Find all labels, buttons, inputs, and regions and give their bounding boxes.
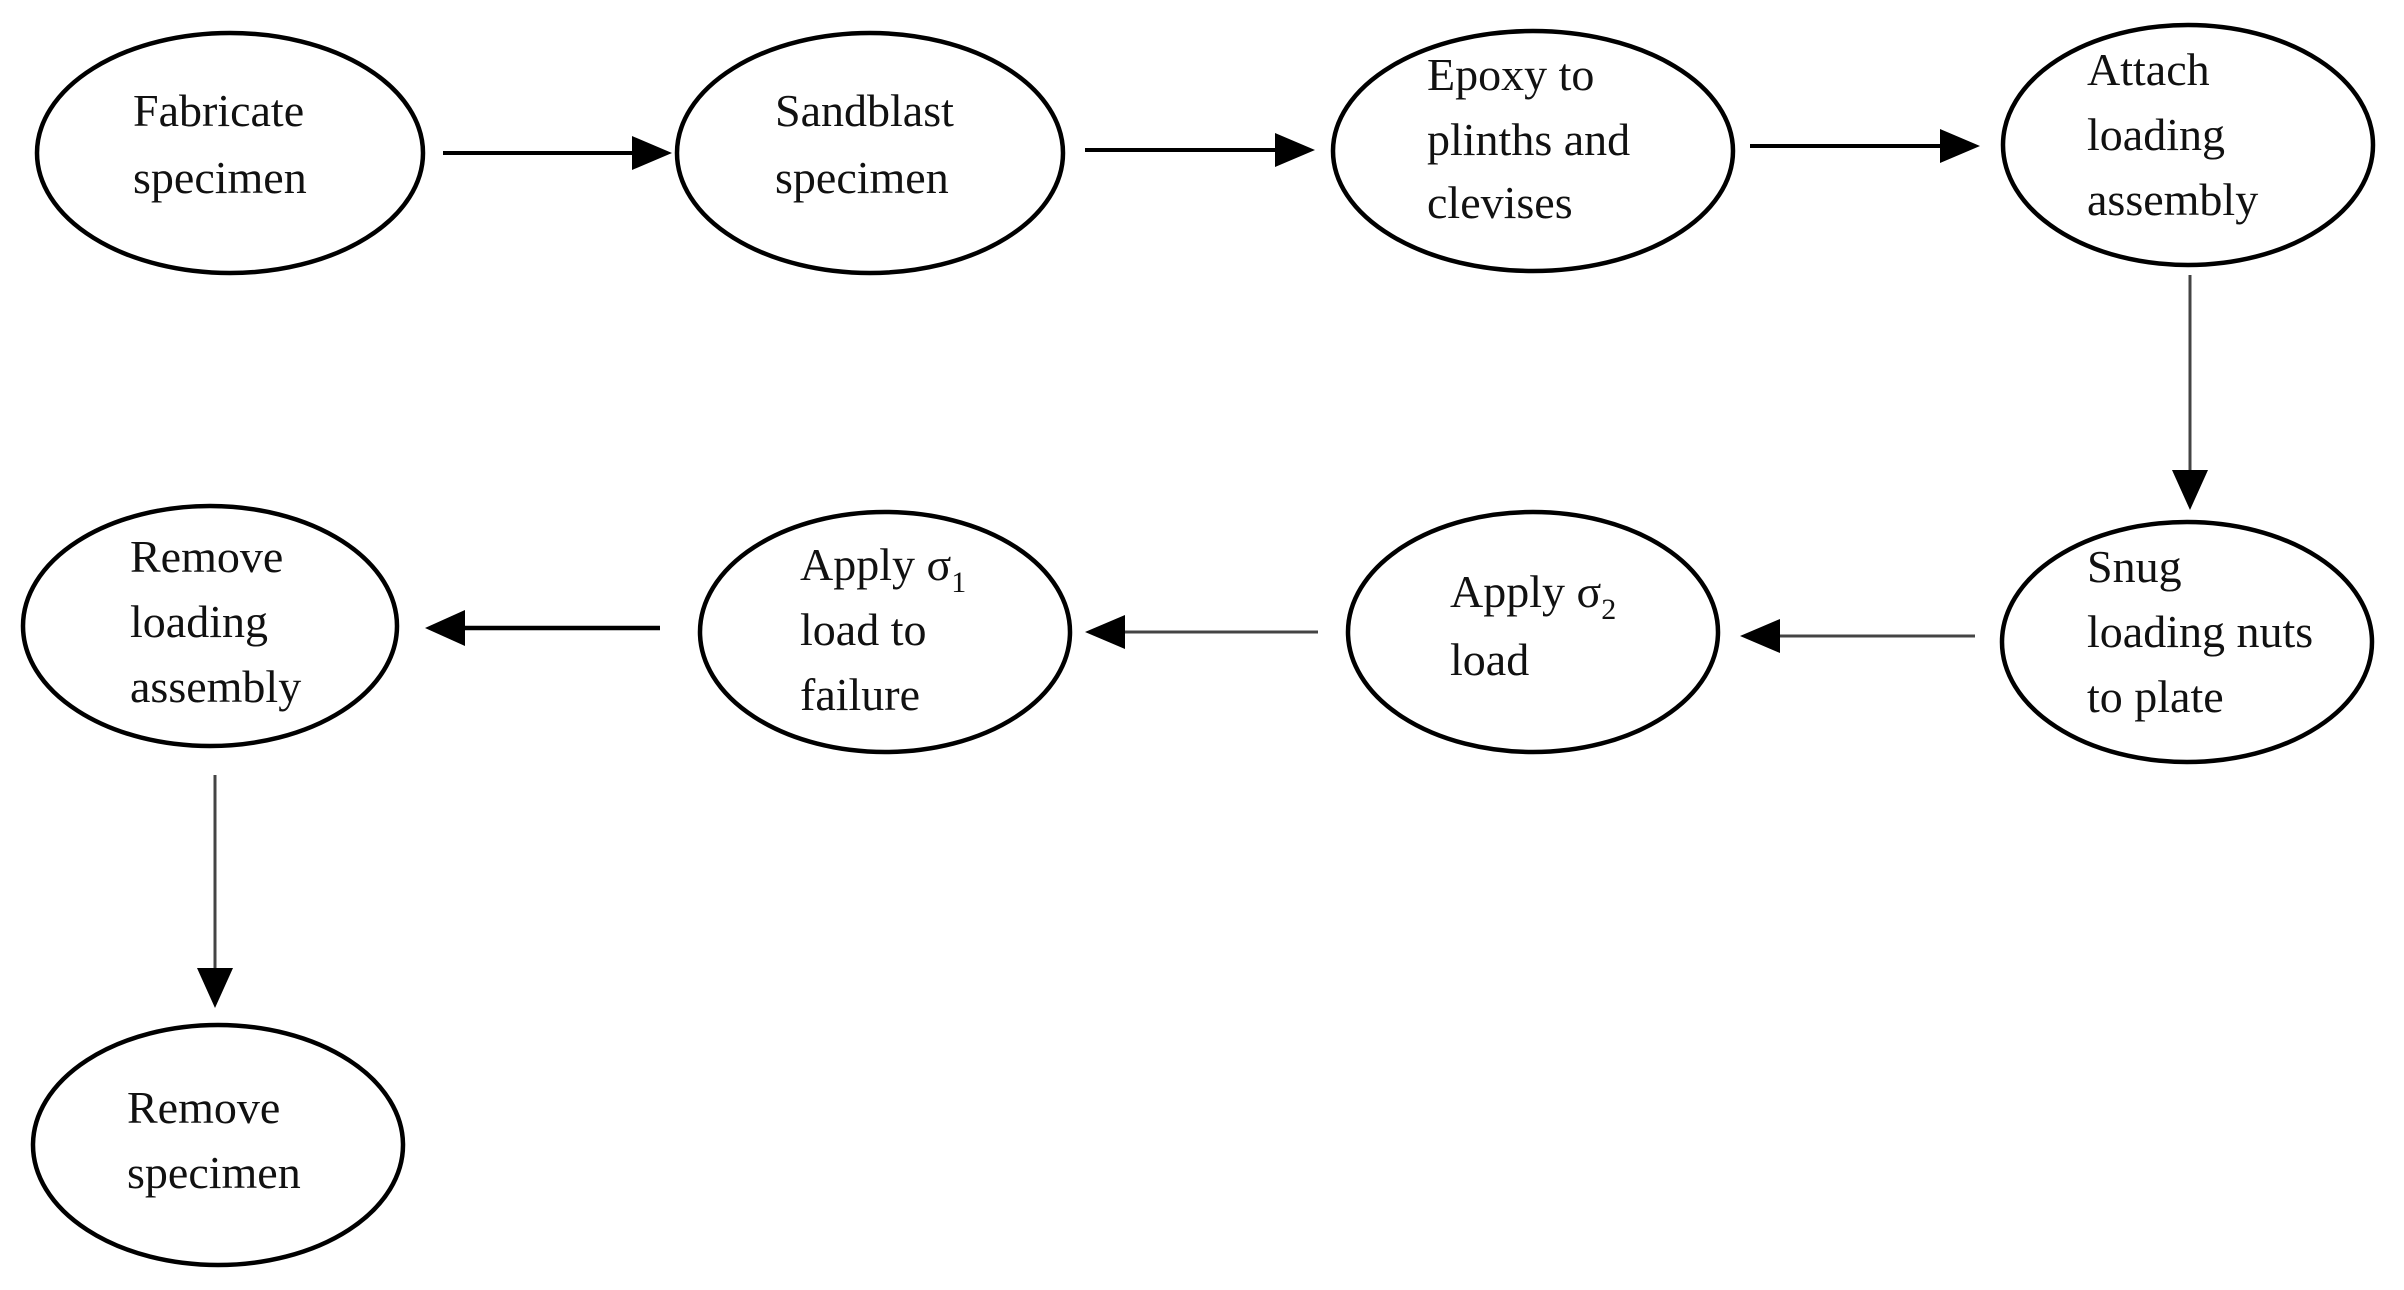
arrow-apply-sigma1-to-remove-assembly — [425, 610, 660, 646]
arrow-apply-sigma2-to-apply-sigma1 — [1085, 615, 1318, 649]
arrow-snug-to-apply-sigma2 — [1740, 619, 1975, 653]
node-apply-sigma1-load: Apply σ1 load to failure — [697, 509, 1073, 755]
arrow-fabricate-to-sandblast — [443, 136, 672, 170]
node-sandblast-specimen-line2: specimen — [775, 152, 949, 203]
node-apply-sigma2-load-ellipse — [1345, 509, 1721, 755]
node-remove-loading-assembly-line2: loading — [130, 596, 268, 647]
node-apply-sigma1-load-line3: failure — [800, 669, 920, 720]
arrow-apply-sigma1-to-remove-assembly-head — [425, 610, 465, 646]
node-fabricate-specimen-ellipse — [34, 30, 426, 276]
node-apply-sigma2-load: Apply σ2 load — [1345, 509, 1721, 755]
node-attach-loading-assembly: Attach loading assembly — [2000, 22, 2376, 268]
node-attach-loading-assembly-line1: Attach — [2087, 44, 2210, 95]
node-sandblast-specimen-ellipse — [674, 30, 1066, 276]
node-apply-sigma1-load-line2: load to — [800, 604, 926, 655]
node-sandblast-specimen: Sandblast specimen — [674, 30, 1066, 276]
arrow-attach-to-snug-head — [2172, 470, 2208, 510]
node-remove-specimen: Remove specimen — [30, 1022, 406, 1268]
node-remove-specimen-line2: specimen — [127, 1147, 301, 1198]
arrow-epoxy-to-attach — [1750, 129, 1980, 163]
node-attach-loading-assembly-line2: loading — [2087, 109, 2225, 160]
node-fabricate-specimen-line2: specimen — [133, 152, 307, 203]
node-epoxy-to-plinths-line1: Epoxy to — [1427, 49, 1594, 100]
arrow-sandblast-to-epoxy — [1085, 133, 1315, 167]
node-fabricate-specimen: Fabricate specimen — [34, 30, 426, 276]
node-snug-loading-nuts-line1: Snug — [2087, 541, 2182, 592]
node-fabricate-specimen-line1: Fabricate — [133, 85, 304, 136]
arrow-sandblast-to-epoxy-head — [1275, 133, 1315, 167]
node-apply-sigma1-load-line1: Apply σ1 — [800, 539, 966, 599]
node-apply-sigma2-load-line1: Apply σ2 — [1450, 566, 1616, 626]
node-epoxy-to-plinths: Epoxy to plinths and clevises — [1330, 28, 1736, 274]
node-snug-loading-nuts-ellipse — [1999, 519, 2375, 765]
node-remove-loading-assembly: Remove loading assembly — [20, 503, 400, 749]
arrow-snug-to-apply-sigma2-head — [1740, 619, 1780, 653]
node-epoxy-to-plinths-ellipse — [1330, 28, 1736, 274]
node-remove-loading-assembly-line3: assembly — [130, 661, 301, 712]
node-snug-loading-nuts: Snug loading nuts to plate — [1999, 519, 2375, 765]
node-remove-specimen-line1: Remove — [127, 1082, 280, 1133]
arrow-epoxy-to-attach-head — [1940, 129, 1980, 163]
node-epoxy-to-plinths-line3: clevises — [1427, 177, 1573, 228]
node-attach-loading-assembly-ellipse — [2000, 22, 2376, 268]
node-snug-loading-nuts-line2: loading nuts — [2087, 606, 2313, 657]
arrow-fabricate-to-sandblast-head — [632, 136, 672, 170]
node-apply-sigma1-load-ellipse — [697, 509, 1073, 755]
arrow-remove-assembly-to-remove-specimen-head — [197, 968, 233, 1008]
arrow-remove-assembly-to-remove-specimen — [197, 775, 233, 1008]
node-epoxy-to-plinths-line2: plinths and — [1427, 114, 1630, 165]
node-sandblast-specimen-line1: Sandblast — [775, 85, 954, 136]
node-attach-loading-assembly-line3: assembly — [2087, 174, 2258, 225]
node-snug-loading-nuts-line3: to plate — [2087, 671, 2224, 722]
node-apply-sigma2-load-line2: load — [1450, 634, 1529, 685]
arrow-attach-to-snug — [2172, 275, 2208, 510]
node-remove-specimen-ellipse — [30, 1022, 406, 1268]
arrow-apply-sigma2-to-apply-sigma1-head — [1085, 615, 1125, 649]
node-remove-loading-assembly-ellipse — [20, 503, 400, 749]
node-remove-loading-assembly-line1: Remove — [130, 531, 283, 582]
